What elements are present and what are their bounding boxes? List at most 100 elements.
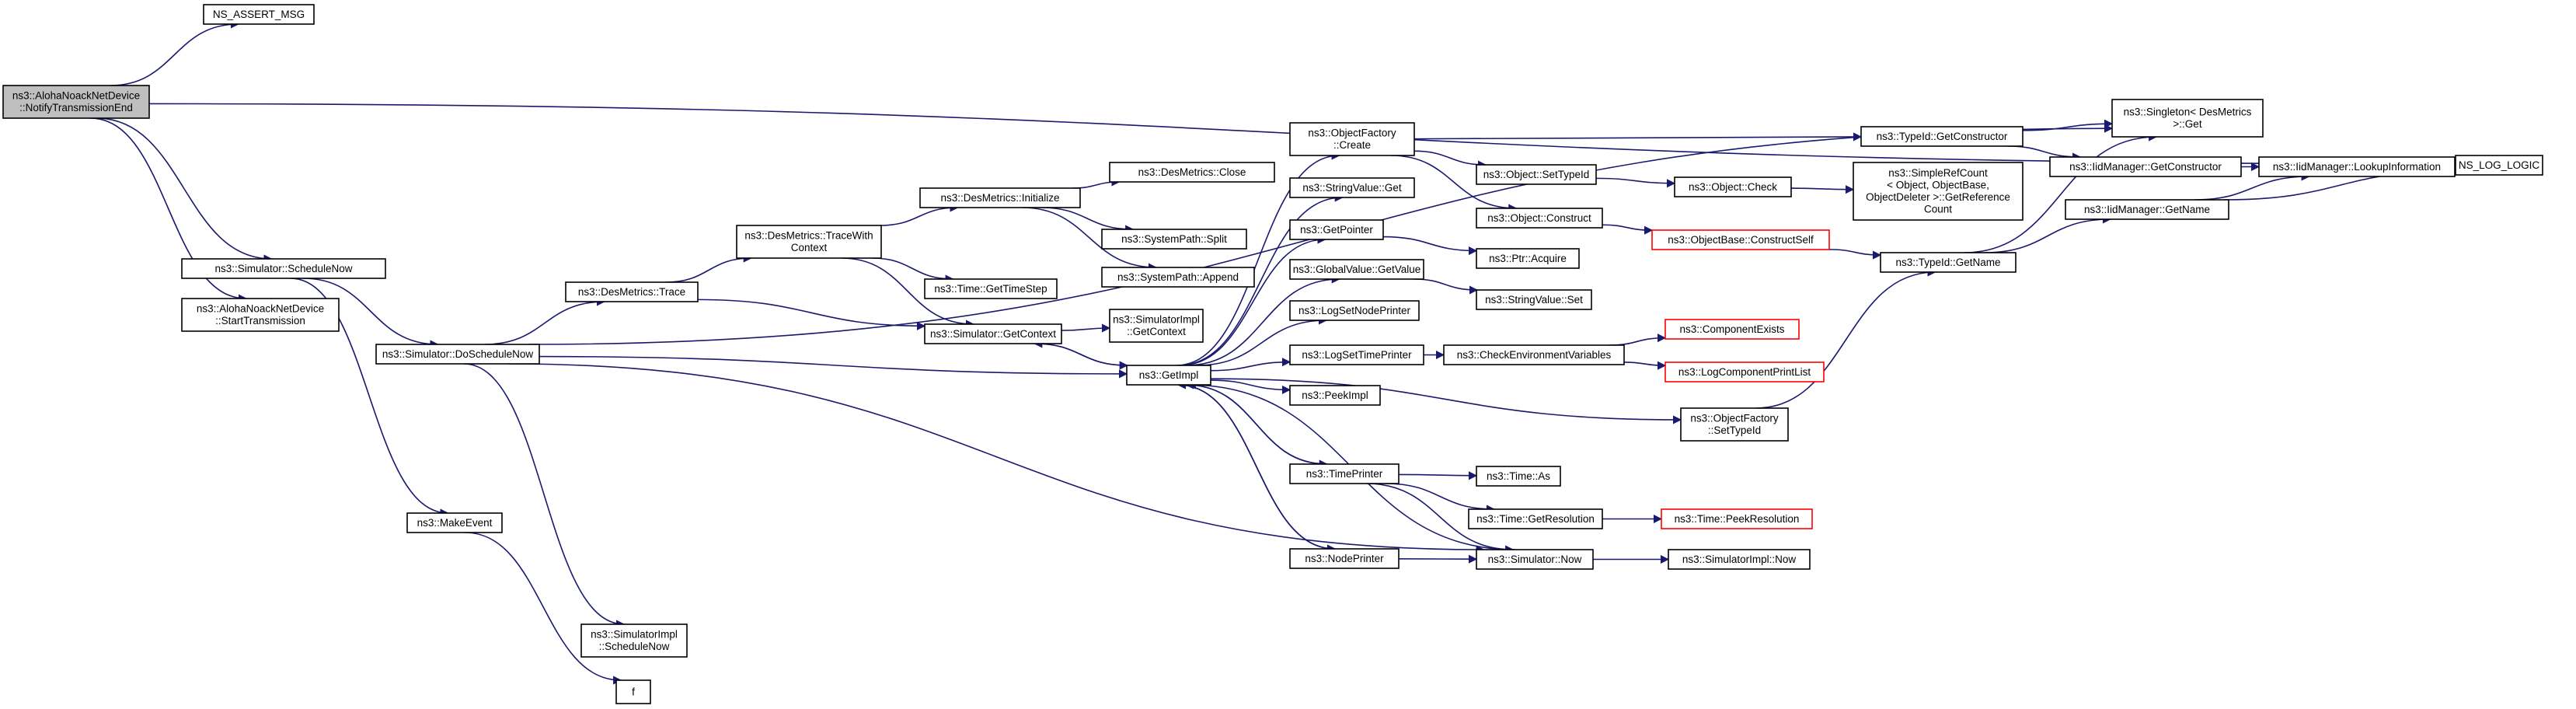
node-des_trace[interactable]: ns3::DesMetrics::Trace [565,281,699,302]
node-f[interactable]: f [615,679,651,704]
node-comp_exists[interactable]: ns3::ComponentExists [1664,319,1800,340]
node-impl_getctx[interactable]: ns3::SimulatorImpl::GetContext [1109,309,1204,343]
node-iid_getctor[interactable]: ns3::IidManager::GetConstructor [2049,156,2242,177]
node-time_getres[interactable]: ns3::Time::GetResolution [1468,508,1603,529]
node-check_env[interactable]: ns3::CheckEnvironmentVariables [1443,344,1625,365]
edge-time_printer-to-sim_now [1365,483,1515,554]
node-gv_getvalue[interactable]: ns3::GlobalValue::GetValue [1289,259,1424,280]
node-label: ns3::DesMetrics::TraceWith [744,230,873,242]
node-start_tx[interactable]: ns3::AlohaNoackNetDevice::StartTransmiss… [181,298,340,332]
edge-getimpl-to-getpointer [1180,235,1326,366]
edge-node_printer-to-getimpl [1176,380,1336,550]
node-typeid_getctor[interactable]: ns3::TypeId::GetConstructor [1860,126,2024,147]
node-label: ns3::Ptr::Acquire [1489,253,1567,264]
node-box [1476,248,1580,269]
node-node_printer[interactable]: ns3::NodePrinter [1289,548,1400,569]
edge-make_event-to-f [465,532,622,685]
node-sim_now[interactable]: ns3::Simulator::Now [1476,549,1594,570]
node-box [2049,156,2242,177]
edge-do_schedule_now-to-des_trace [484,297,606,345]
node-of_settypeid[interactable]: ns3::ObjectFactory::SetTypeId [1680,407,1789,442]
node-log_node_printer[interactable]: ns3::LogSetNodePrinter [1289,300,1420,321]
node-label: ns3::ComponentExists [1679,323,1784,335]
edge-check_env-to-comp_exists [1609,334,1667,346]
node-time_as[interactable]: ns3::Time::As [1476,466,1561,487]
node-iid_lookup[interactable]: ns3::IidManager::LookupInformation [2258,156,2456,177]
node-schedule_now[interactable]: ns3::Simulator::ScheduleNow [181,258,386,279]
node-objbase_construct[interactable]: ns3::ObjectBase::ConstructSelf [1651,229,1830,250]
edge-time_printer-to-getimpl [1185,380,1327,465]
edge-obj_construct-to-objbase_construct [1602,224,1654,235]
node-label: ::ScheduleNow [599,641,670,652]
node-sp_split[interactable]: ns3::SystemPath::Split [1101,229,1247,250]
node-obj_check[interactable]: ns3::Object::Check [1674,176,1792,197]
node-impl_now[interactable]: ns3::SimulatorImpl::Now [1668,549,1811,570]
node-box [1476,549,1594,570]
edge-iid_getname-to-iid_lookup [2194,172,2310,201]
node-peekimpl[interactable]: ns3::PeekImpl [1289,385,1381,406]
edge-getimpl-to-sv_get [1178,193,1344,366]
node-box [1476,164,1597,185]
node-label: >::Get [2173,118,2201,130]
node-assert[interactable]: NS_ASSERT_MSG [203,4,315,25]
node-label: ns3::IidManager::GetName [2084,204,2210,215]
node-sp_append[interactable]: ns3::SystemPath::Append [1101,267,1255,288]
node-make_event[interactable]: ns3::MakeEvent [406,512,503,533]
node-time_peekres[interactable]: ns3::Time::PeekResolution [1661,508,1813,529]
node-impl_schedule_now[interactable]: ns3::SimulatorImpl::ScheduleNow [580,623,688,658]
node-getimpl[interactable]: ns3::GetImpl [1126,365,1211,386]
node-box [1126,365,1211,386]
node-typeid_getname[interactable]: ns3::TypeId::GetName [1880,252,2017,273]
node-sv_set[interactable]: ns3::StringValue::Set [1476,289,1592,310]
node-des_close[interactable]: ns3::DesMetrics::Close [1109,162,1275,183]
edge-layer [90,19,2457,685]
node-des_init[interactable]: ns3::DesMetrics::Initialize [919,187,1081,208]
node-box [1289,122,1415,156]
node-time_step[interactable]: ns3::Time::GetTimeStep [924,278,1058,299]
edge-schedule_now-to-make_event [290,278,449,518]
edge-getimpl-to-peekimpl [1210,379,1291,395]
node-label: Count [1924,204,1952,215]
node-iid_getname[interactable]: ns3::IidManager::GetName [2065,199,2229,220]
node-label: ns3::AlohaNoackNetDevice [197,303,324,315]
node-box [1680,407,1789,442]
edge-schedule_now-to-do_schedule_now [303,278,439,349]
node-label: ns3::Time::GetTimeStep [934,283,1047,295]
node-time_printer[interactable]: ns3::TimePrinter [1289,463,1400,484]
node-box [1853,162,2024,221]
node-do_schedule_now[interactable]: ns3::Simulator::DoScheduleNow [375,344,540,365]
node-box [1476,466,1561,487]
node-notify[interactable]: ns3::AlohaNoackNetDevice::NotifyTransmis… [2,85,150,119]
node-box [1880,252,2017,273]
node-box [181,258,386,279]
node-label: ns3::TypeId::GetName [1895,257,2000,268]
edge-obj_settypeid-to-obj_check [1595,177,1676,188]
node-sv_get[interactable]: ns3::StringValue::Get [1289,177,1415,198]
node-ptr_acquire[interactable]: ns3::Ptr::Acquire [1476,248,1580,269]
edge-do_schedule_now-to-impl_schedule_now [463,363,626,629]
edge-check_env-to-log_comp_print [1623,361,1667,370]
node-box [2065,199,2229,220]
edge-getimpl-to-log_node_printer [1196,316,1328,366]
node-getpointer[interactable]: ns3::GetPointer [1289,219,1384,240]
node-box [924,278,1058,299]
node-sim_getctx[interactable]: ns3::Simulator::GetContext [924,323,1062,344]
node-label: ns3::GlobalValue::GetValue [1293,264,1421,275]
node-box [1289,463,1400,484]
node-singleton_get[interactable]: ns3::Singleton< DesMetrics >::Get [2111,99,2264,138]
node-label: ns3::AlohaNoackNetDevice [12,90,140,102]
node-label: ::GetContext [1127,326,1186,337]
node-srefcount[interactable]: ns3::SimpleRefCount< Object, ObjectBase,… [1853,162,2024,221]
node-obj_construct[interactable]: ns3::Object::Construct [1476,208,1603,229]
node-label: ns3::SystemPath::Append [1117,271,1239,283]
node-label: ns3::MakeEvent [417,517,493,529]
node-log_time_printer[interactable]: ns3::LogSetTimePrinter [1289,344,1424,365]
node-obj_settypeid[interactable]: ns3::Object::SetTypeId [1476,164,1597,185]
node-log_comp_print[interactable]: ns3::LogComponentPrintList [1664,361,1825,382]
node-box [2111,99,2264,138]
node-box [1101,229,1247,250]
node-log_logic[interactable]: NS_LOG_LOGIC [2455,155,2543,176]
node-of_create[interactable]: ns3::ObjectFactory::Create [1289,122,1415,156]
edge-objbase_construct-to-typeid_getname [1828,249,1882,260]
